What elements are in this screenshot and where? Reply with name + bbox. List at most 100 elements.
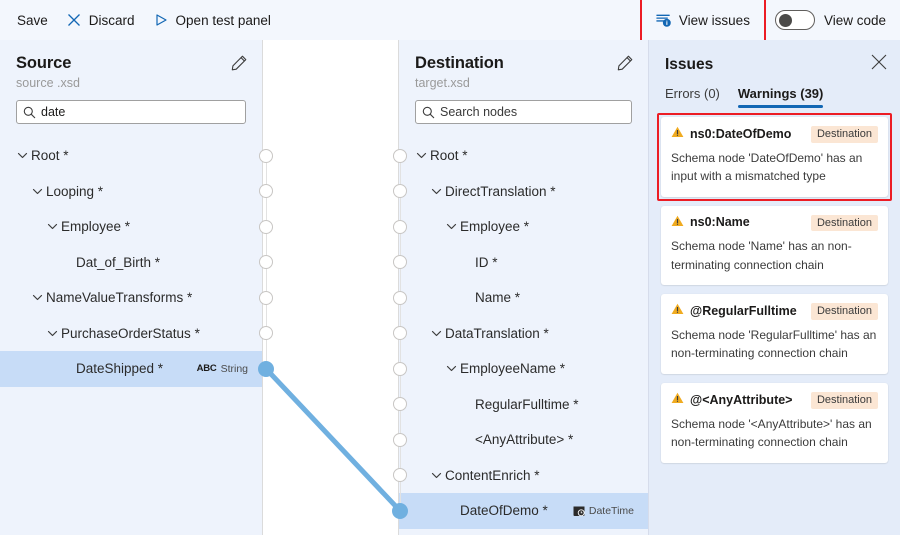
destination-tree-row[interactable]: <AnyAttribute> * bbox=[399, 422, 648, 458]
issue-scope-badge: Destination bbox=[810, 392, 878, 409]
chevron-down-icon[interactable] bbox=[46, 221, 58, 233]
destination-node-label: ContentEnrich * bbox=[445, 467, 540, 483]
source-tree-row[interactable]: NameValueTransforms * bbox=[0, 280, 262, 316]
destination-panel: Destination target.xsd Root *DirectTrans… bbox=[398, 40, 648, 535]
issues-tab[interactable]: Warnings (39) bbox=[737, 86, 824, 108]
view-issues-container: View issues bbox=[639, 0, 766, 42]
source-node-label: Employee * bbox=[61, 219, 131, 235]
destination-tree-row[interactable]: DateOfDemo *DateTime bbox=[399, 493, 648, 529]
view-code-label: View code bbox=[823, 12, 886, 28]
destination-tree-row[interactable]: DirectTranslation * bbox=[399, 174, 648, 210]
source-node-label: Root * bbox=[31, 148, 69, 164]
chevron-down-icon[interactable] bbox=[31, 292, 43, 304]
source-tree-row[interactable]: Employee * bbox=[0, 209, 262, 245]
source-node-handle[interactable] bbox=[259, 219, 273, 234]
save-button[interactable]: Save bbox=[8, 6, 57, 34]
node-type-label: String bbox=[220, 362, 248, 375]
source-node-label: PurchaseOrderStatus * bbox=[61, 325, 200, 341]
node-type-tag: DateTime bbox=[573, 505, 634, 517]
destination-tree-row[interactable]: RegularFulltime * bbox=[399, 387, 648, 423]
view-code-toggle[interactable] bbox=[774, 10, 815, 30]
source-search-input[interactable] bbox=[41, 105, 239, 119]
edit-destination-pencil-icon[interactable] bbox=[616, 54, 634, 72]
destination-header: Destination target.xsd bbox=[399, 40, 648, 90]
issue-card-header: @<AnyAttribute> Destination bbox=[671, 392, 878, 409]
warning-triangle-icon bbox=[671, 126, 684, 141]
issue-name: @<AnyAttribute> bbox=[671, 392, 792, 407]
open-test-panel-button[interactable]: Open test panel bbox=[144, 6, 280, 34]
datetime-icon bbox=[573, 506, 585, 517]
chevron-down-icon[interactable] bbox=[16, 150, 28, 162]
destination-tree-row[interactable]: DataTranslation * bbox=[399, 316, 648, 352]
source-tree-row[interactable]: Dat_of_Birth * bbox=[0, 245, 262, 281]
chevron-down-icon[interactable] bbox=[430, 469, 442, 481]
chevron-down-icon[interactable] bbox=[31, 185, 43, 197]
close-issues-icon[interactable] bbox=[870, 53, 888, 71]
destination-node-label: RegularFulltime * bbox=[475, 396, 579, 412]
destination-node-handle[interactable] bbox=[393, 184, 407, 199]
chevron-down-icon[interactable] bbox=[430, 185, 442, 197]
destination-search-input[interactable] bbox=[440, 105, 625, 119]
destination-tree-row[interactable]: Employee * bbox=[399, 209, 648, 245]
map-canvas[interactable]: Source source .xsd Root * Looping * Employ… bbox=[0, 40, 648, 535]
issue-description: Schema node 'RegularFulltime' has an non… bbox=[671, 327, 877, 361]
source-tree: Root * Looping * Employee * Dat_of_Birth *N… bbox=[0, 138, 262, 387]
issues-tab[interactable]: Errors (0) bbox=[665, 86, 720, 101]
source-node-handle[interactable] bbox=[259, 148, 273, 163]
destination-node-label: <AnyAttribute> * bbox=[475, 432, 574, 448]
destination-node-handle[interactable] bbox=[393, 255, 407, 270]
chevron-down-icon[interactable] bbox=[415, 150, 427, 162]
source-node-handle[interactable] bbox=[258, 360, 274, 377]
destination-node-handle[interactable] bbox=[393, 219, 407, 234]
source-node-handle[interactable] bbox=[259, 184, 273, 199]
chevron-down-icon[interactable] bbox=[430, 327, 442, 339]
destination-tree-row[interactable]: ContentEnrich * bbox=[399, 458, 648, 494]
destination-node-handle[interactable] bbox=[393, 361, 407, 376]
view-issues-button[interactable]: View issues bbox=[647, 6, 759, 34]
node-type-label: DateTime bbox=[588, 504, 634, 517]
source-tree-row[interactable]: Looping * bbox=[0, 174, 262, 210]
source-header: Source source .xsd bbox=[0, 40, 262, 90]
source-node-handle[interactable] bbox=[259, 290, 273, 305]
issue-scope-badge: Destination bbox=[810, 303, 878, 320]
source-tree-row[interactable]: PurchaseOrderStatus * bbox=[0, 316, 262, 352]
command-toolbar: Save Discard Open test panel bbox=[0, 0, 900, 42]
discard-button[interactable]: Discard bbox=[57, 6, 144, 34]
open-test-panel-label: Open test panel bbox=[175, 12, 271, 28]
edit-source-pencil-icon[interactable] bbox=[230, 54, 248, 72]
destination-tree-row[interactable]: Name * bbox=[399, 280, 648, 316]
chevron-down-icon[interactable] bbox=[445, 363, 457, 375]
destination-node-handle[interactable] bbox=[392, 502, 408, 519]
destination-node-handle[interactable] bbox=[393, 148, 407, 163]
issue-scope-badge: Destination bbox=[810, 214, 878, 232]
destination-tree-row[interactable]: EmployeeName * bbox=[399, 351, 648, 387]
destination-tree-row[interactable]: Root * bbox=[399, 138, 648, 174]
destination-search-box[interactable] bbox=[415, 100, 632, 124]
chevron-down-icon[interactable] bbox=[46, 327, 58, 339]
issues-title: Issues bbox=[665, 56, 714, 73]
source-panel: Source source .xsd Root * Looping * Employ… bbox=[0, 40, 263, 535]
issue-node-name: ns0:DateOfDemo bbox=[690, 126, 792, 141]
source-node-label: Looping * bbox=[46, 183, 104, 199]
chevron-down-icon[interactable] bbox=[445, 221, 457, 233]
source-node-handle[interactable] bbox=[259, 326, 273, 341]
source-subtitle: source .xsd bbox=[16, 76, 80, 90]
issues-tabs: Errors (0) Warnings (39) bbox=[649, 74, 900, 108]
destination-tree: Root *DirectTranslation *Employee *ID *N… bbox=[399, 138, 648, 529]
destination-node-handle[interactable] bbox=[393, 326, 407, 341]
destination-node-handle[interactable] bbox=[393, 432, 407, 447]
destination-tree-row[interactable]: ID * bbox=[399, 245, 648, 281]
destination-title: Destination bbox=[415, 54, 504, 72]
source-search-box[interactable] bbox=[16, 100, 246, 124]
source-tree-row[interactable]: Root * bbox=[0, 138, 262, 174]
destination-node-handle[interactable] bbox=[393, 290, 407, 305]
source-node-handle[interactable] bbox=[259, 255, 273, 270]
